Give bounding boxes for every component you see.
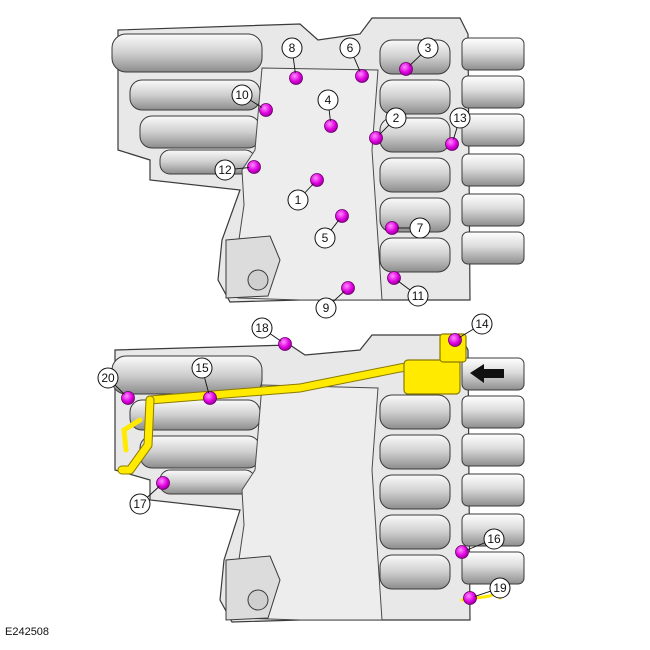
bolt-6 [355, 69, 369, 83]
callout-circle-10 [231, 84, 253, 106]
leader-line-6 [353, 57, 361, 72]
callout-label-16: 16 [487, 532, 501, 546]
callout-circle-19 [489, 577, 511, 599]
callout-circle-2 [385, 107, 407, 129]
callout-label-3: 3 [425, 41, 432, 55]
bolt-4 [324, 119, 338, 133]
leader-line-14 [459, 328, 474, 338]
leader-line-16 [466, 542, 485, 551]
callout-label-11: 11 [412, 289, 425, 303]
callout-circle-16 [483, 528, 505, 550]
callout-circle-15 [191, 357, 213, 379]
callout-label-5: 5 [322, 231, 329, 245]
leader-line-13 [453, 127, 458, 140]
bolt-16 [455, 545, 469, 559]
callout-circle-8 [281, 37, 303, 59]
callout-circle-6 [339, 37, 361, 59]
callout-label-17: 17 [133, 497, 147, 511]
callout-circle-18 [251, 317, 273, 339]
bolt-1 [310, 173, 324, 187]
bolt-9 [341, 281, 355, 295]
callout-circle-5 [314, 227, 336, 249]
callout-label-20: 20 [101, 371, 115, 385]
bolt-2 [369, 131, 383, 145]
bolt-15 [203, 391, 217, 405]
callout-circle-13 [449, 107, 471, 129]
callout-label-10: 10 [235, 88, 249, 102]
bolt-8 [289, 71, 303, 85]
upper-valve-body [111, 17, 525, 303]
callout-label-8: 8 [289, 41, 296, 55]
callout-label-19: 19 [493, 581, 507, 595]
direction-arrow-icon [470, 364, 504, 383]
leader-line-12 [234, 167, 250, 170]
callout-circle-20 [97, 367, 119, 389]
bolt-13 [445, 137, 459, 151]
callout-circle-9 [315, 297, 337, 319]
bolt-12 [247, 160, 261, 174]
leader-line-9 [333, 291, 345, 302]
bolt-5 [335, 209, 349, 223]
callout-label-4: 4 [325, 93, 332, 107]
callout-label-15: 15 [195, 361, 209, 375]
callout-circle-14 [471, 313, 493, 335]
callout-label-6: 6 [347, 41, 354, 55]
leader-line-18 [269, 333, 282, 342]
lower-solenoids [461, 357, 525, 585]
callout-label-1: 1 [295, 193, 302, 207]
leader-line-19 [474, 590, 491, 597]
callout-circle-11 [407, 285, 429, 307]
callout-circle-3 [417, 37, 439, 59]
leader-line-8 [292, 57, 296, 74]
bolt-18 [278, 337, 292, 351]
leader-line-20 [114, 384, 125, 395]
callout-circle-17 [129, 493, 151, 515]
leader-line-4 [328, 109, 331, 122]
lower-left-spools [111, 355, 263, 495]
callout-circle-1 [287, 189, 309, 211]
bolt-11 [387, 271, 401, 285]
callout-label-13: 13 [453, 111, 467, 125]
leader-line-15 [204, 377, 210, 394]
leader-line-2 [379, 124, 390, 135]
bolt-3 [399, 62, 413, 76]
leader-line-3 [409, 54, 422, 66]
upper-solenoids [461, 37, 525, 265]
bolt-20 [121, 391, 135, 405]
callout-label-7: 7 [417, 221, 424, 235]
wiring-harness [117, 333, 505, 602]
leader-line-5 [330, 219, 340, 231]
callout-label-12: 12 [218, 163, 232, 177]
lower-right-spools [379, 394, 451, 590]
bolt-19 [463, 591, 477, 605]
figure-code: E242508 [5, 626, 50, 638]
leader-line-17 [147, 486, 160, 498]
leader-line-11 [397, 280, 411, 291]
callout-label-9: 9 [323, 301, 330, 315]
callout-label-2: 2 [393, 111, 400, 125]
callout-circle-4 [317, 89, 339, 111]
bolt-7 [385, 221, 399, 235]
upper-right-spools [379, 39, 451, 273]
lower-valve-body [111, 333, 525, 623]
harness-connector [403, 359, 461, 395]
callout-label-18: 18 [255, 321, 269, 335]
bolt-10 [259, 103, 273, 117]
callout-label-14: 14 [475, 317, 489, 331]
leader-line-10 [250, 99, 262, 108]
leader-line-1 [304, 183, 314, 194]
callout-circle-12 [214, 159, 236, 181]
callout-circle-7 [409, 217, 431, 239]
bolt-14 [448, 333, 462, 347]
bolt-17 [156, 476, 170, 490]
